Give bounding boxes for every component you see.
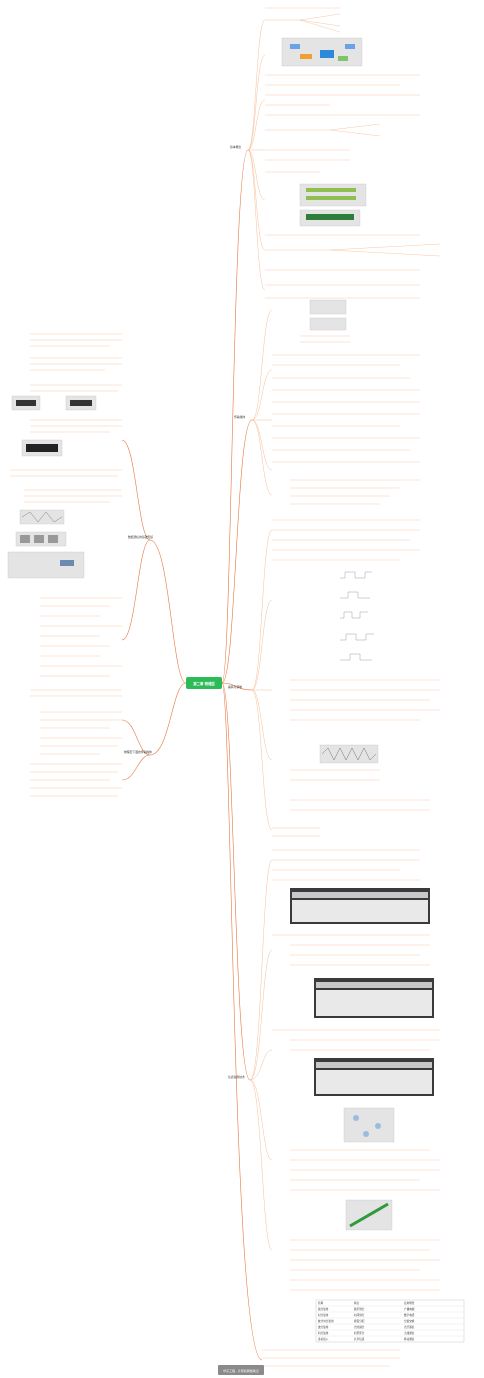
- branch-label-left-media: 物理层下面的传输媒体: [124, 750, 152, 754]
- table-cell: 按需分配: [354, 1319, 365, 1323]
- section-left-transmission: [30, 711, 122, 797]
- table-header: 名称: [318, 1301, 324, 1305]
- table-cell: 频分复用: [318, 1307, 329, 1311]
- center-node-label: 第二章 物理层: [193, 681, 215, 686]
- table-cell: 多址接入: [318, 1337, 329, 1341]
- branch-label-data-comm: 数据通信的基础知识: [128, 535, 153, 539]
- table-header: 特点: [354, 1301, 360, 1305]
- table-cell: 广播电视: [404, 1307, 415, 1311]
- table-cell: 分组交换: [404, 1319, 415, 1323]
- trunk-links: [121, 149, 263, 1361]
- table-cell: 数字电话: [404, 1313, 415, 1317]
- table-cell: 码分复用: [318, 1331, 329, 1335]
- table-cell: 无线通信: [404, 1331, 415, 1335]
- section-basic-concepts: [247, 7, 441, 299]
- branch-label-multiplexing: 信道复用技术: [228, 1075, 245, 1079]
- center-node[interactable]: 第二章 物理层: [186, 677, 222, 689]
- table-cell: 码型区分: [354, 1331, 365, 1335]
- footer-label: 华东工程 · 计算机网络笔记: [223, 1368, 259, 1373]
- table-cell: 光的频分: [354, 1325, 365, 1329]
- table-cell: 波分复用: [318, 1325, 329, 1329]
- table-cell: 共享信道: [354, 1337, 365, 1341]
- branch-label-basic: 基本概念: [230, 145, 241, 149]
- table-cell: 统计时分复用: [318, 1319, 334, 1323]
- table-cell: 时分复用: [318, 1313, 329, 1317]
- section-transmission-media: [251, 299, 420, 505]
- table-cell: 时间划分: [354, 1313, 365, 1317]
- section-bottom-notes: [262, 1349, 400, 1367]
- table-cell: 频带划分: [354, 1307, 365, 1311]
- table-cell: 光纤通信: [404, 1325, 415, 1329]
- section-encoding-modulation: [251, 519, 440, 837]
- table-cell: 移动通信: [404, 1337, 415, 1341]
- table-header: 应用场景: [404, 1301, 415, 1305]
- branch-label-encoding: 编码与调制: [228, 685, 242, 689]
- branch-label-media: 传输媒体: [234, 415, 245, 419]
- footer-tag: 华东工程 · 计算机网络笔记: [218, 1365, 264, 1375]
- section-channel-multiplexing: [249, 849, 440, 1291]
- section-left-data-communication: [7, 333, 122, 697]
